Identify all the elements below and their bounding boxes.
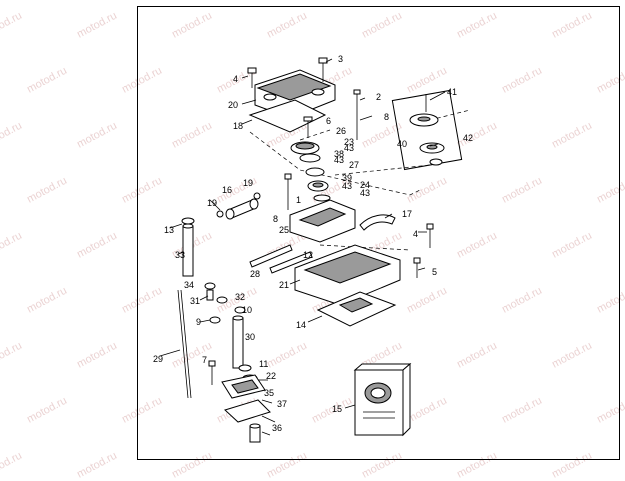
part-label-28: 28: [250, 269, 260, 279]
part-label-43-c: 43: [342, 181, 352, 191]
part-label-21: 21: [279, 280, 289, 290]
part-label-35: 35: [264, 388, 274, 398]
part-label-6: 6: [326, 116, 331, 126]
part-label-20: 20: [228, 100, 238, 110]
diagram-frame: [137, 6, 620, 460]
part-label-17: 17: [402, 209, 412, 219]
breather-stack: [290, 141, 331, 202]
bolt-1: [284, 173, 292, 210]
part-label-11: 11: [259, 359, 268, 369]
part-label-36: 36: [272, 423, 282, 433]
part-label-29: 29: [153, 354, 163, 364]
gasket-18: [248, 99, 327, 133]
pushrod-tube-30: [209, 306, 246, 369]
gasket-plate-14: [316, 291, 397, 327]
part-label-18: 18: [233, 121, 243, 131]
part-label-5: 5: [432, 267, 437, 277]
part-label-16: 16: [222, 185, 232, 195]
push-rod-29: [177, 289, 189, 399]
part-label-30: 30: [245, 332, 255, 342]
pushrod-tube-33: [181, 217, 195, 277]
part-label-25: 25: [279, 225, 289, 235]
bolt-6: [303, 116, 313, 138]
gasket-kit-box-15: [353, 362, 412, 437]
bolt-4-lower: [426, 223, 434, 248]
part-label-22: 22: [266, 371, 276, 381]
rocker-support-25: [289, 199, 356, 243]
leader-lines: [159, 58, 446, 436]
part-label-43-d: 43: [360, 188, 370, 198]
part-label-9: 9: [196, 317, 201, 327]
shafts: [249, 244, 313, 274]
rocker-housing-21: [294, 244, 401, 306]
part-label-40: 40: [397, 139, 407, 149]
part-label-12: 12: [303, 250, 313, 260]
part-label-34: 34: [184, 280, 194, 290]
exploded-parts-diagram: 1 2 3 4 4 5 6 7 8 8 9 10 11 12 13 14 15 …: [153, 54, 473, 443]
rocker-arm-17: [359, 214, 396, 231]
part-label-10: 10: [242, 305, 252, 315]
guide-lines: [249, 109, 471, 251]
part-label-32: 32: [235, 292, 245, 302]
part-label-13: 13: [164, 225, 174, 235]
rocker-arm-16: [225, 198, 259, 220]
part-label-1: 1: [296, 195, 301, 205]
part-label-4-top: 4: [233, 74, 238, 84]
part-label-23: 23: [344, 137, 354, 147]
bolt-7: [208, 360, 216, 385]
part-label-43-b: 43: [334, 155, 344, 165]
part-label-15: 15: [332, 404, 342, 414]
bolt-5: [413, 257, 421, 278]
bolt-2: [353, 89, 361, 140]
part-label-31: 31: [190, 296, 200, 306]
lifter-36: [249, 423, 261, 443]
part-labels: 1 2 3 4 4 5 6 7 8 8 9 10 11 12 13 14 15 …: [153, 54, 473, 433]
part-label-38: 38: [334, 149, 344, 159]
part-label-37: 37: [277, 399, 287, 409]
part-label-8-mid: 8: [273, 214, 278, 224]
clip-19-left: [216, 210, 224, 218]
part-label-27: 27: [349, 160, 359, 170]
bolt-3: [318, 57, 328, 82]
part-label-26: 26: [336, 126, 346, 136]
rocker-cover-top: [254, 69, 336, 119]
clip-19-right: [253, 192, 261, 200]
part-label-41: 41: [447, 87, 457, 97]
part-label-14: 14: [296, 320, 306, 330]
part-label-43-a: 43: [344, 143, 354, 153]
tube-seals: [204, 282, 228, 304]
part-label-4-lower: 4: [413, 229, 418, 239]
part-label-2: 2: [376, 92, 381, 102]
part-label-3: 3: [338, 54, 343, 64]
push-rod-29-edge: [180, 289, 192, 399]
part-label-33: 33: [175, 250, 185, 260]
part-label-19-right: 19: [243, 178, 253, 188]
part-label-7: 7: [202, 355, 207, 365]
part-label-19-left: 19: [207, 198, 217, 208]
breather-valve-box: [391, 89, 463, 171]
lifter-block: [221, 364, 266, 399]
bolt-4-top: [247, 67, 257, 88]
part-label-42: 42: [463, 133, 473, 143]
gasket-37: [224, 399, 271, 423]
part-label-24: 24: [360, 180, 370, 190]
part-label-39: 39: [342, 173, 352, 183]
part-label-8-top: 8: [384, 112, 389, 122]
